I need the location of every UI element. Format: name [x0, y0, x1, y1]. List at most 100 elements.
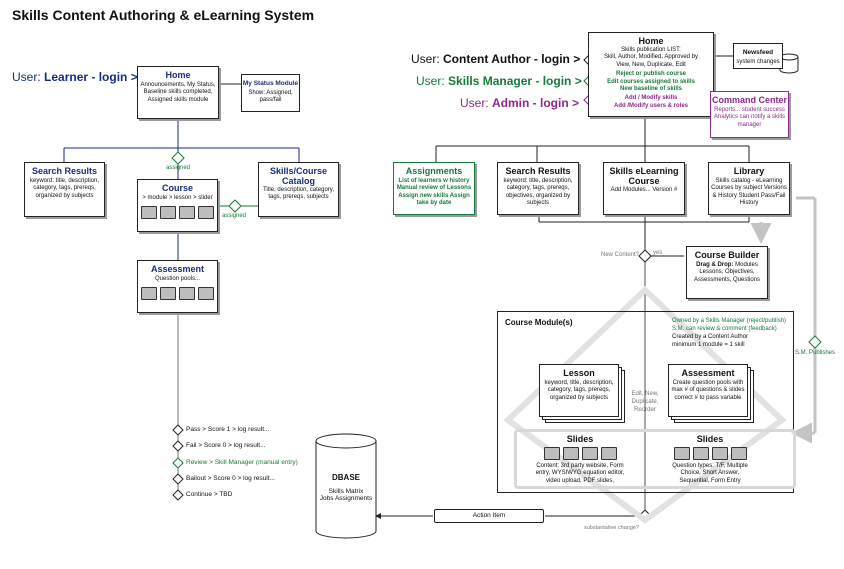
outcome-detail: > Score 1 > log result...: [202, 426, 270, 433]
library-box[interactable]: Library Skills catalog - eLearning Cours…: [708, 162, 790, 215]
slide-thumb[interactable]: [198, 287, 214, 301]
slide-thumb[interactable]: [160, 287, 176, 301]
yes-label: yes: [653, 250, 663, 256]
author-home-box[interactable]: Home Skills publication LIST: Skill, Aut…: [588, 32, 714, 117]
course-slide-thumbnails: [138, 206, 217, 220]
modules-notes: Owned by a Skills Manager (reject/publis…: [672, 317, 786, 349]
slide-thumb[interactable]: [543, 447, 560, 460]
command-center-box[interactable]: Command Center Reports... student succes…: [710, 91, 789, 138]
learner-home-box[interactable]: Home Announcements, My Status, Baseline …: [137, 66, 219, 119]
slides-content-title: Slides: [566, 434, 594, 444]
learner-catalog-box[interactable]: Skills/Course Catalog Title, description…: [258, 162, 339, 217]
slide-thumb[interactable]: [730, 447, 747, 460]
admin-action-1: Add / Modify skills: [624, 95, 678, 102]
outcome-label: Review: [186, 459, 208, 466]
learner-login-link[interactable]: User: Learner - login >: [12, 70, 138, 84]
author-search-box[interactable]: Search Results keyword: title, descripti…: [497, 162, 579, 215]
dbase-label[interactable]: DBASE Skills Matrix Jobs Assignments: [316, 473, 376, 502]
outcome-detail: > Score 0 > log result...: [198, 442, 266, 449]
slide-thumb[interactable]: [711, 447, 728, 460]
slides-content-box[interactable]: Slides Content: 3rd party website, Form …: [535, 431, 625, 487]
elearning-course-box[interactable]: Skills eLearning Course Add Modules... V…: [603, 162, 685, 215]
library-text: Skills catalog - eLearning Courses by su…: [711, 178, 787, 207]
slide-thumb[interactable]: [692, 447, 709, 460]
learner-assessment-box[interactable]: Assessment Question pools...: [137, 260, 218, 313]
library-title: Library: [733, 166, 765, 176]
outcome-detail: > Score 0 > log result...: [207, 475, 275, 482]
action-item-label: Action Item: [472, 512, 506, 519]
manager-action-1: Reject or publish course: [615, 71, 687, 78]
modules-note-2: S.M. can review & comment (feedback): [672, 326, 777, 332]
dbase-text-2: Jobs Assignments: [319, 495, 373, 502]
outcome-detail: > Skill Manager (manual entry): [209, 459, 298, 466]
dbase-text-1: Skills Matrix: [328, 488, 364, 495]
my-status-text: Show: Assigned, pass/fail: [248, 90, 293, 104]
slide-thumb[interactable]: [141, 287, 157, 301]
outcome-label: Pass: [186, 426, 201, 433]
slides-question-box[interactable]: Slides Question types: T/F, Multiple Cho…: [665, 431, 755, 487]
slides-content-text: Content: 3rd party website, Form entry, …: [535, 463, 625, 484]
learner-login-label: Learner - login: [44, 70, 128, 84]
assignments-title: Assignments: [405, 166, 463, 176]
home-list-heading: Skills publication LIST:: [621, 47, 681, 53]
slide-thumb[interactable]: [673, 447, 690, 460]
sm-publishes-label: S.M. Publishes: [795, 350, 836, 356]
my-status-box[interactable]: My Status Module Show: Assigned, pass/fa…: [241, 74, 300, 112]
newsfeed-title: Newsfeed: [742, 49, 774, 56]
command-center-title: Command Center: [711, 95, 787, 105]
learner-assessment-title: Assessment: [150, 264, 205, 274]
slide-thumb[interactable]: [581, 447, 598, 460]
chevron-right-icon: >: [572, 96, 580, 110]
elearning-course-title: Skills eLearning Course: [609, 166, 679, 186]
slides-question-text: Question types: T/F, Multiple Choice, Sh…: [672, 463, 748, 484]
assigned-label-2: assigned: [222, 213, 247, 219]
author-assessment-title: Assessment: [681, 368, 735, 378]
slides-panel: [514, 429, 796, 489]
course-builder-text: Drag & Drop: Modules Lessons, Objectives…: [693, 262, 761, 283]
page-title: Skills Content Authoring & eLearning Sys…: [12, 7, 315, 23]
modules-note-1: Owned by a Skills Manager (reject/publis…: [672, 318, 787, 324]
outcome-continue: Continue > TBD: [186, 491, 232, 498]
slide-thumb[interactable]: [198, 206, 214, 220]
slide-thumb[interactable]: [600, 447, 617, 460]
slide-thumb[interactable]: [562, 447, 579, 460]
slide-thumb[interactable]: [179, 287, 195, 301]
edit-actions-note: Edit, New, Duplicate, Reorder: [631, 391, 659, 413]
newsfeed-text: system changes: [736, 59, 780, 65]
outcome-label: Continue: [186, 491, 213, 498]
learner-assessment-text: Question pools...: [154, 276, 201, 282]
newsfeed-cylinder: [779, 53, 799, 74]
learner-course-title: Course: [161, 183, 193, 193]
learner-course-box[interactable]: Course > module > lesson > slider: [137, 179, 218, 232]
learner-catalog-title: Skills/Course Catalog: [269, 166, 328, 186]
manager-login-label: Skills Manager - login: [448, 74, 572, 88]
sm-publish-loop: [750, 196, 817, 444]
admin-login-link[interactable]: User: Admin - login >: [460, 96, 580, 110]
course-builder-box[interactable]: Course Builder Drag & Drop: Modules Less…: [686, 246, 768, 299]
slide-thumb[interactable]: [160, 206, 176, 220]
newsfeed-box[interactable]: Newsfeed system changes: [733, 43, 783, 69]
slide-thumb[interactable]: [141, 206, 157, 220]
admin-action-2: Add /Modify users & roles: [613, 102, 688, 109]
author-login-link[interactable]: User: Content Author - login >: [411, 52, 581, 66]
learner-home-text: Announcements, My Status, Baseline skill…: [140, 82, 216, 103]
substantive-change-label: substantative change?: [584, 525, 640, 531]
course-builder-title: Course Builder: [694, 250, 760, 260]
learner-search-text: keyword: title, description, category, t…: [29, 178, 100, 199]
action-item-box[interactable]: Action Item: [434, 509, 544, 523]
learner-search-box[interactable]: Search Results keyword: title, descripti…: [24, 162, 105, 217]
question-slide-thumbnails: [665, 447, 755, 460]
lesson-text: keyword, title, description, category, t…: [544, 380, 614, 401]
author-search-title: Search Results: [505, 166, 571, 176]
author-assessment-text: Create question pools with max # of ques…: [671, 380, 745, 401]
author-assessment-box[interactable]: Assessment Create question pools with ma…: [668, 364, 748, 417]
slides-question-title: Slides: [696, 434, 724, 444]
learner-search-title: Search Results: [31, 166, 98, 176]
slide-thumb[interactable]: [179, 206, 195, 220]
assignments-box[interactable]: Assignments List of learners w history M…: [393, 162, 475, 215]
manager-login-link[interactable]: User: Skills Manager - login >: [416, 74, 582, 88]
elearning-course-text: Add Modules... Version #: [610, 187, 678, 193]
modules-note-4: minimum 1 module = 1 skill: [672, 342, 745, 348]
lesson-box[interactable]: Lesson keyword, title, description, cate…: [539, 364, 619, 417]
